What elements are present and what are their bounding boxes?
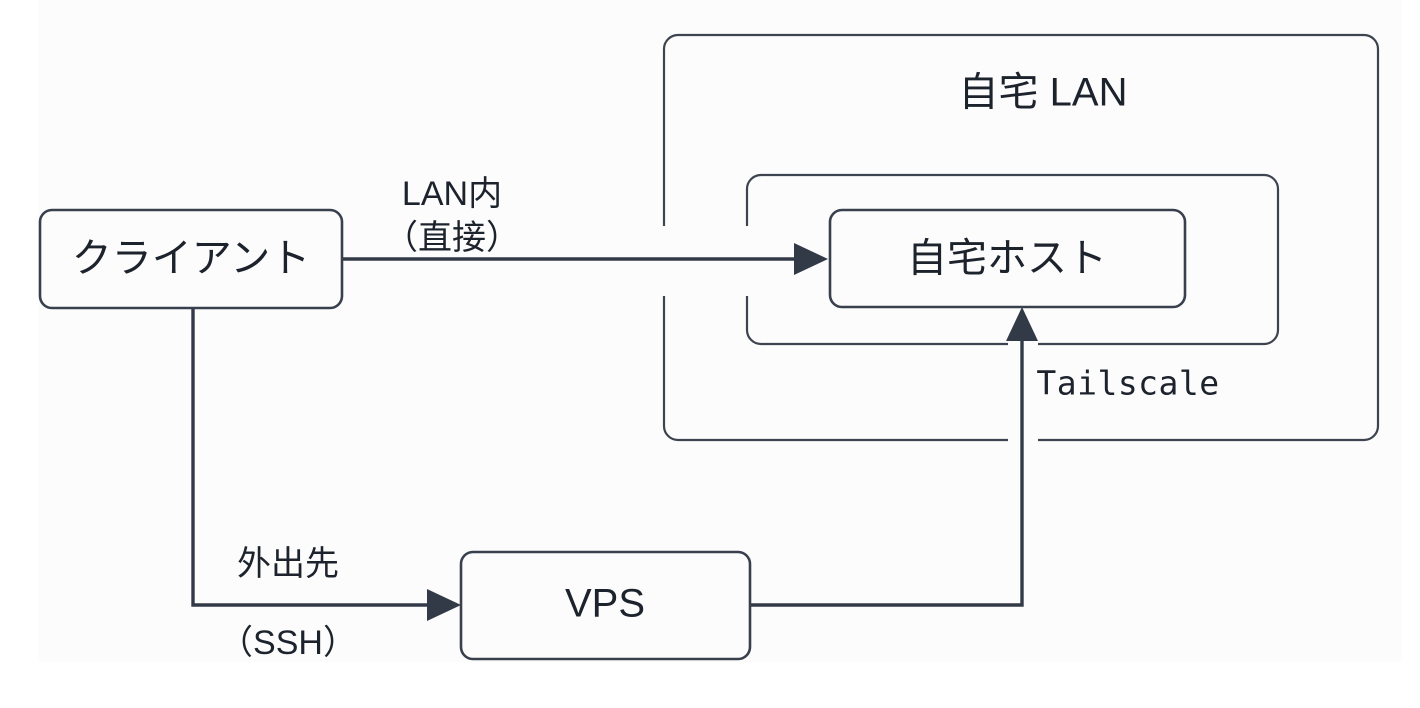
group-home-lan-border-upper [662, 33, 679, 226]
group-inner-border-upper [745, 173, 762, 226]
node-client[interactable]: クライアント [38, 208, 344, 310]
group-home-lan: 自宅 LAN [662, 33, 1380, 448]
arrowhead-tailscale [1006, 307, 1038, 341]
edge-label-ssh-line1: 外出先 [237, 545, 339, 583]
edge-line-ssh [191, 308, 433, 607]
node-client-box[interactable] [38, 208, 344, 310]
edge-line-tailscale [750, 335, 1024, 607]
node-home-host[interactable]: 自宅ホスト [828, 208, 1187, 309]
group-home-lan-label: 自宅 LAN [959, 71, 1128, 115]
edge-label-ssh-line2: （SSH） [219, 624, 357, 662]
edge-client-to-vps: 外出先 （SSH） [191, 308, 461, 662]
edge-label-lan-line2: （直接） [384, 219, 520, 257]
edge-label-lan-line1: LAN内 [402, 175, 502, 213]
edge-client-to-home-host: LAN内 （直接） [342, 175, 828, 275]
group-inner-border-lower [745, 173, 1280, 346]
node-home-host-box[interactable] [828, 208, 1187, 309]
node-client-label: クライアント [72, 237, 310, 281]
node-vps[interactable]: VPS [459, 550, 752, 661]
arrowhead-lan-direct [794, 243, 828, 275]
edge-label-tailscale: Tailscale [1036, 364, 1219, 403]
arrowhead-ssh [427, 589, 461, 621]
node-vps-label: VPS [565, 582, 645, 626]
node-home-host-label: 自宅ホスト [907, 237, 1107, 281]
edge-vps-to-home-host: Tailscale [750, 307, 1219, 607]
node-vps-box[interactable] [459, 550, 752, 661]
group-home-lan-border-lower [662, 33, 1380, 442]
